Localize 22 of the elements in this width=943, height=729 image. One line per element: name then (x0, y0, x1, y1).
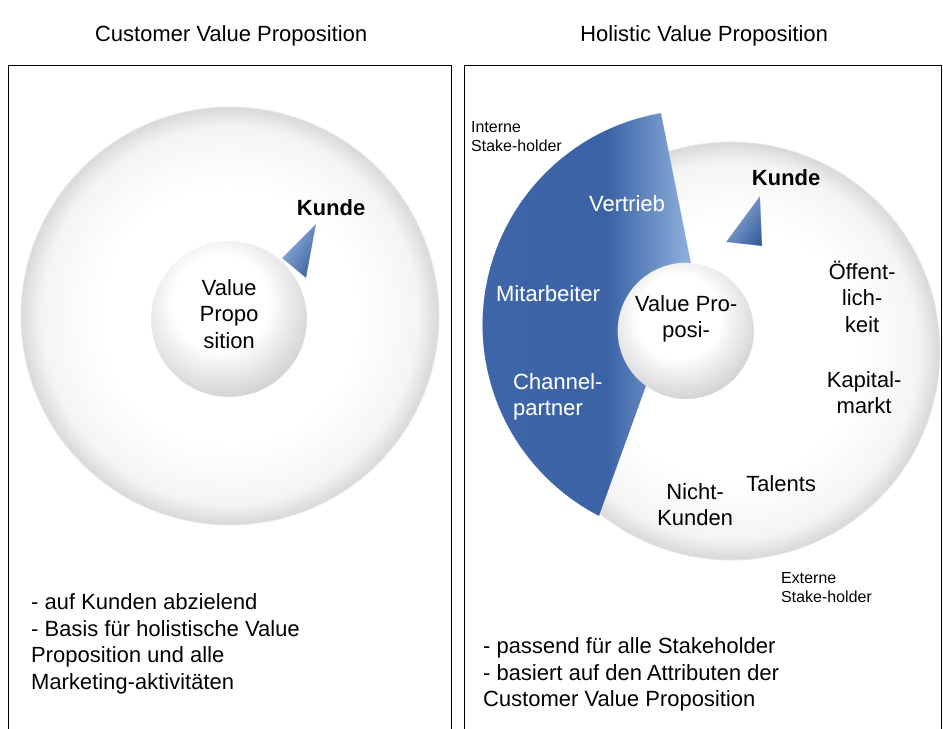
bullet-text: - basiert auf den Attributen der Customer Value Proposition (483, 660, 780, 713)
ring-label: Kapital-markt (826, 367, 902, 420)
ring-label: Talents (745, 471, 817, 498)
panel-title: Customer Value Proposition (94, 21, 368, 48)
segment-label: Mitarbeiter (496, 281, 601, 308)
circle-label: Value Pro-posi- (634, 291, 738, 344)
ring-shape (20, 106, 440, 526)
bullet-text: - Basis für holistische Value Proposition und alle Marketing-aktivitäten (31, 616, 301, 696)
segment-label: Vertrieb (589, 191, 666, 218)
ring-label: Kunde (296, 195, 366, 222)
inner-circle (151, 241, 307, 397)
ring-label: Öffent-lich-keit (828, 259, 896, 338)
stakeholder-note: Externe Stake-holder (781, 569, 873, 608)
bullet-text: - passend für alle Stakeholder (483, 633, 776, 660)
ring-label: Nicht-Kunden (656, 479, 734, 532)
panel-title: Holistic Value Proposition (579, 21, 829, 48)
segment-label: Channel-partner (513, 369, 603, 422)
stakeholder-note: Interne Stake-holder (471, 118, 563, 156)
ring-label: Kunde (750, 165, 822, 192)
bullet-text: - auf Kunden abzielend (31, 589, 258, 616)
inner-circle (618, 263, 754, 399)
circle-label: Value Propo sition (198, 275, 260, 354)
